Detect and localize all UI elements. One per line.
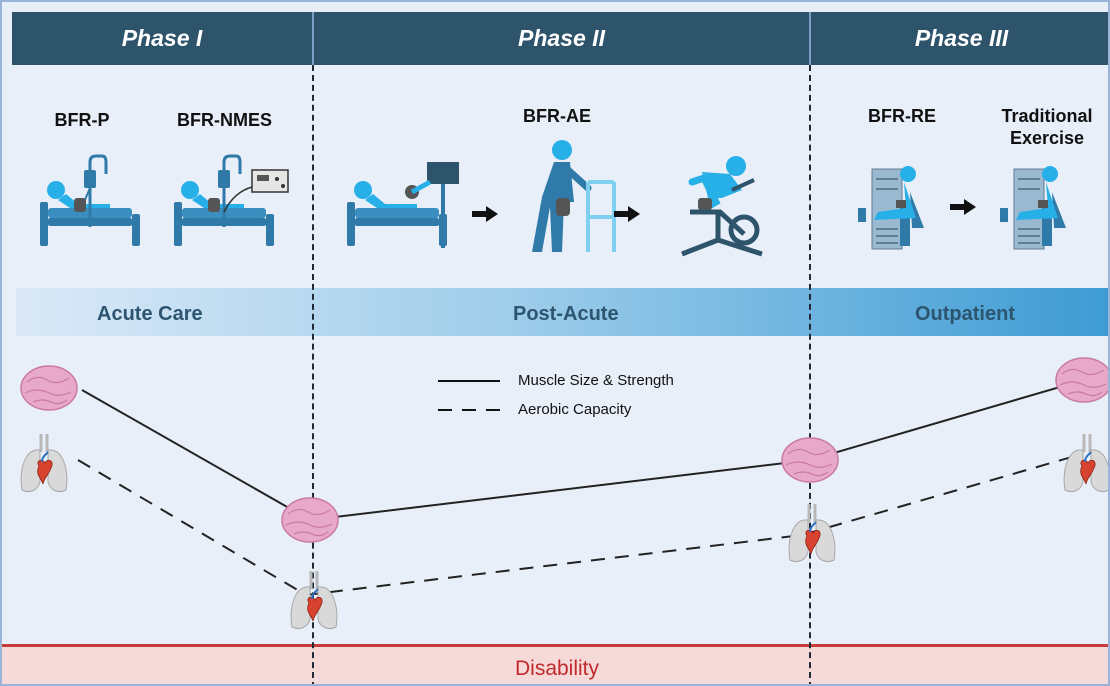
muscle-icon (1055, 357, 1108, 403)
legend-muscle-label: Muscle Size & Strength (518, 372, 674, 389)
phase-divider (312, 65, 314, 684)
lungs-heart-icon (787, 502, 837, 564)
phase-1-label: Phase I (121, 25, 203, 51)
muscle-icon (781, 437, 839, 483)
aerobic-trend-line (77, 453, 1083, 597)
phase-1-header: Phase I (12, 12, 312, 65)
phase-3-label: Phase III (914, 25, 1009, 51)
acute-care-label: Acute Care (97, 303, 203, 325)
header-divider (809, 12, 811, 65)
nmes-device-icon (223, 169, 289, 213)
iv-pole-icon (208, 154, 242, 227)
lungs-heart-icon (19, 432, 69, 494)
hospital-bed-icon (347, 181, 447, 246)
arm-ergometer-icon (405, 162, 459, 248)
arrow-right-icon (472, 206, 498, 222)
post-acute-label: Post-Acute (513, 303, 619, 325)
phase-2-header: Phase II (314, 12, 809, 65)
lungs-heart-icon (1062, 432, 1108, 494)
bfr-nmes-label: BFR-NMES (177, 110, 272, 130)
walker-icon (532, 140, 616, 252)
iv-pole-icon (74, 154, 108, 227)
phase-3-header: Phase III (811, 12, 1108, 65)
bfr-p-label: BFR-P (54, 110, 110, 130)
traditional-line-2: Exercise (1009, 128, 1085, 148)
traditional-line-1: Traditional (1001, 106, 1093, 126)
arrow-right-icon (614, 206, 640, 222)
disability-label: Disability (514, 657, 600, 680)
bfr-ae-label: BFR-AE (523, 106, 591, 126)
traditional-exercise-label: Traditional Exercise (982, 105, 1108, 149)
bfr-re-label: BFR-RE (868, 106, 936, 126)
header-divider (312, 12, 314, 65)
arrow-right-icon (950, 199, 976, 215)
outpatient-label: Outpatient (915, 303, 1015, 325)
care-setting-bar (16, 288, 1108, 336)
leg-press-machine-icon (857, 165, 925, 250)
leg-press-machine-icon (999, 165, 1067, 250)
legend-aerobic-label: Aerobic Capacity (518, 401, 632, 418)
stationary-bike-icon (681, 156, 763, 257)
lungs-heart-icon (289, 569, 339, 631)
phase-2-label: Phase II (518, 25, 605, 51)
muscle-icon (20, 365, 78, 411)
phase-divider (809, 65, 811, 684)
muscle-icon (281, 497, 339, 543)
disability-bar (2, 644, 1108, 684)
muscle-trend-line (81, 379, 1085, 522)
